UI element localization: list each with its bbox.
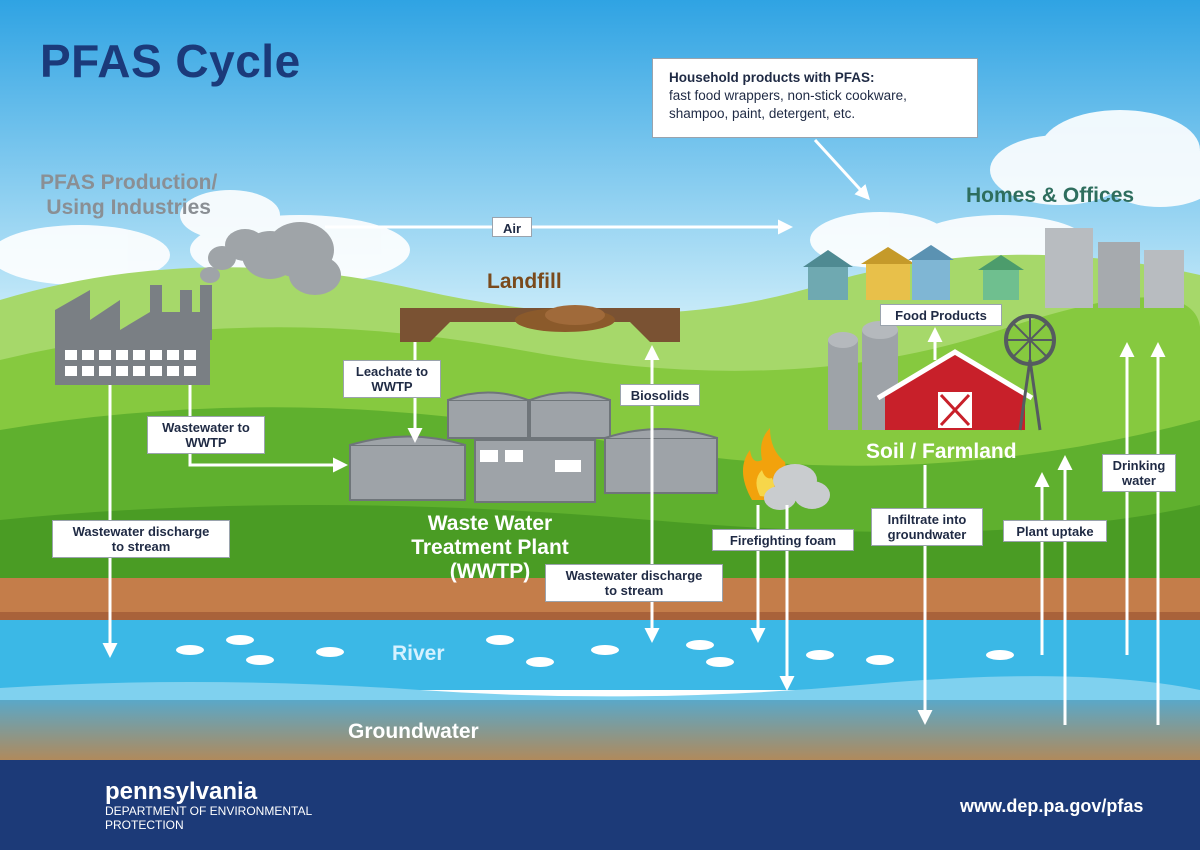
org-department: DEPARTMENT OF ENVIRONMENTAL PROTECTION xyxy=(105,804,345,832)
callout-line1: fast food wrappers, non-stick cookware, xyxy=(669,88,907,103)
flow-label-infiltrate: Infiltrate into groundwater xyxy=(871,508,983,546)
flow-label-wastewater-wwtp: Wastewater to WWTP xyxy=(147,416,265,454)
household-products-callout: Household products with PFAS: fast food … xyxy=(652,58,978,138)
river-wave xyxy=(0,676,1200,705)
arrow-wastewater-wwtp xyxy=(188,385,348,473)
callout-line2: shampoo, paint, detergent, etc. xyxy=(669,106,856,121)
wwtp-label-line1: Waste Water xyxy=(427,512,553,535)
flow-arrows xyxy=(102,138,1166,725)
flow-infiltrate-line2: groundwater xyxy=(887,527,967,542)
flow-firefighting-text: Firefighting foam xyxy=(729,533,837,548)
landfill-pit xyxy=(400,305,680,342)
footer-band xyxy=(0,760,1200,850)
flow-leachate-line1: Leachate to xyxy=(355,364,429,379)
flow-wastewater-wwtp-line2: WWTP xyxy=(185,435,227,450)
groundwater-label: Groundwater xyxy=(348,720,479,743)
factory xyxy=(55,285,212,385)
flow-discharge-industry-line1: Wastewater discharge xyxy=(72,524,210,539)
soil-farmland-label: Soil / Farmland xyxy=(866,440,1017,463)
callout-heading: Household products with PFAS: xyxy=(669,70,875,85)
farm-buildings xyxy=(828,314,1056,431)
arrow-callout xyxy=(813,138,871,201)
org-name: pennsylvania xyxy=(105,778,258,805)
flow-discharge-wwtp-line2: to stream xyxy=(604,583,664,598)
wwtp-facility xyxy=(349,391,718,503)
river-bank-edge xyxy=(0,612,1200,622)
houses xyxy=(803,228,1184,308)
industries-label: PFAS Production/ Using Industries xyxy=(40,170,217,220)
wwtp-label-line2: Treatment Plant xyxy=(411,536,569,559)
flow-label-air: Air xyxy=(492,217,532,237)
org-department-line1: DEPARTMENT OF ENVIRONMENTAL xyxy=(105,804,313,818)
flow-label-firefighting: Firefighting foam xyxy=(712,529,854,551)
flow-plant-uptake-text: Plant uptake xyxy=(1016,524,1094,539)
wwtp-label: Waste Water Treatment Plant (WWTP) xyxy=(390,512,590,584)
flow-drinking-line2: water xyxy=(1122,473,1156,488)
flow-label-plant-uptake: Plant uptake xyxy=(1003,520,1107,542)
flow-wastewater-wwtp-line1: Wastewater to xyxy=(162,420,250,435)
flow-label-food-products: Food Products xyxy=(880,304,1002,326)
homes-offices-label: Homes & Offices xyxy=(966,184,1135,207)
flow-biosolids-text: Biosolids xyxy=(630,388,690,403)
industries-label-line2: Using Industries xyxy=(46,196,211,219)
flow-leachate-line2: WWTP xyxy=(371,379,413,394)
page-title: PFAS Cycle xyxy=(40,35,301,87)
org-department-line2: PROTECTION xyxy=(105,818,184,832)
flow-infiltrate-line1: Infiltrate into xyxy=(887,512,967,527)
smoke xyxy=(200,222,341,295)
landfill-label: Landfill xyxy=(487,270,562,293)
groundwater-layer xyxy=(0,700,1200,760)
wwtp-label-line3: (WWTP) xyxy=(449,560,531,583)
industries-label-line1: PFAS Production/ xyxy=(40,171,218,194)
fish xyxy=(176,635,1014,667)
fire-icon xyxy=(742,428,830,510)
foreground-grass xyxy=(0,505,1200,600)
flow-food-products-text: Food Products xyxy=(895,308,987,323)
website-link[interactable]: www.dep.pa.gov/pfas xyxy=(960,796,1144,816)
river-label: River xyxy=(392,642,445,665)
flow-label-biosolids: Biosolids xyxy=(620,384,700,406)
flow-label-discharge-wwtp: Wastewater discharge to stream xyxy=(545,564,723,602)
flow-air-text: Air xyxy=(502,221,522,236)
flow-label-drinking-water: Drinking water xyxy=(1102,454,1176,492)
flow-drinking-line1: Drinking xyxy=(1112,458,1166,473)
flow-discharge-industry-line2: to stream xyxy=(111,539,171,554)
flow-label-leachate: Leachate to WWTP xyxy=(343,360,441,398)
flow-label-discharge-industry: Wastewater discharge to stream xyxy=(52,520,230,558)
flow-discharge-wwtp-line1: Wastewater discharge xyxy=(565,568,703,583)
